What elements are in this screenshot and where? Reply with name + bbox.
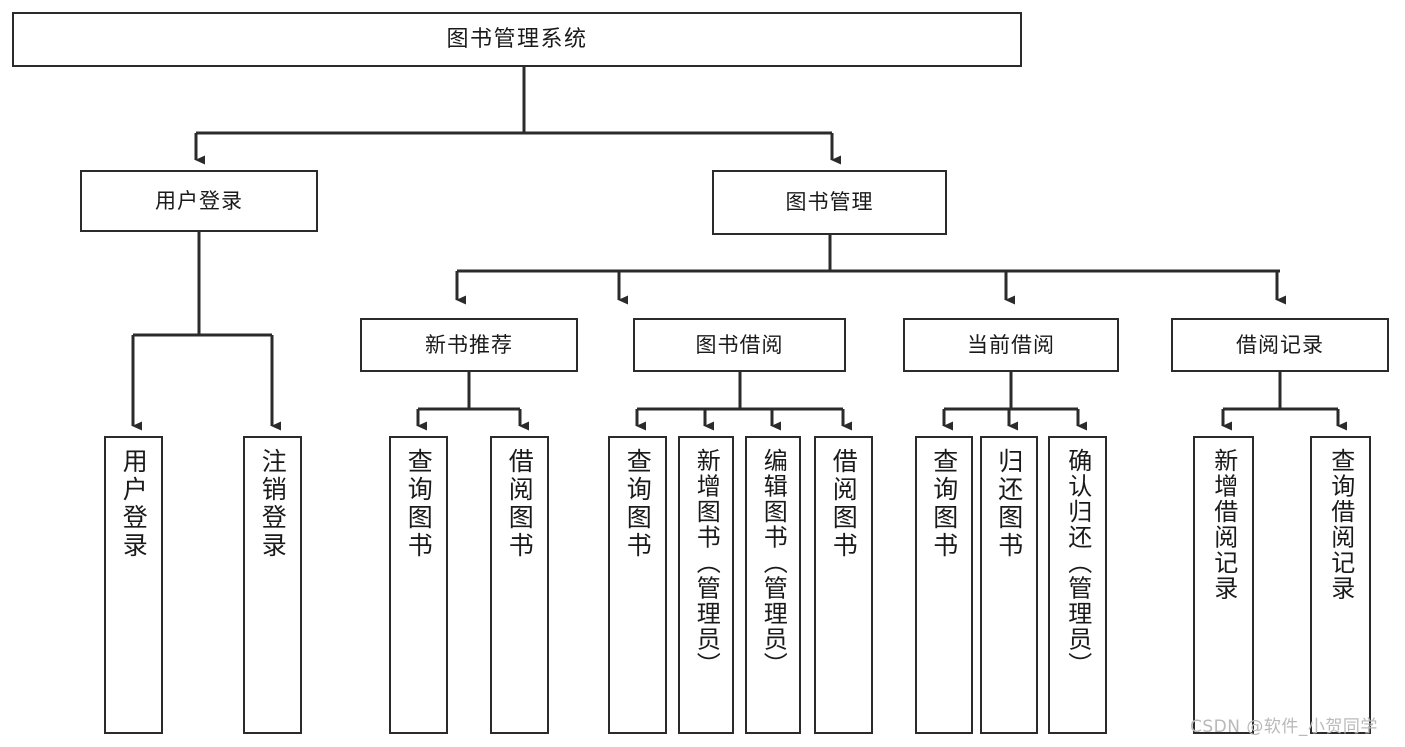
node-label: 用户登录 xyxy=(119,448,149,560)
node-label: 借阅记录 xyxy=(1236,332,1324,357)
node-label: 查询图书 xyxy=(623,448,653,560)
node-label: 图书借阅 xyxy=(695,332,784,357)
node-label: 当前借阅 xyxy=(967,332,1055,357)
leaf-query-book-recommend[interactable]: 查询图书 xyxy=(389,436,448,734)
leaf-query-book-borrow[interactable]: 查询图书 xyxy=(608,436,667,734)
leaf-confirm-return-admin[interactable]: 确认归还（管理员） xyxy=(1048,436,1107,734)
node-root-book-management-system[interactable]: 图书管理系统 xyxy=(12,12,1022,67)
node-label: 新书推荐 xyxy=(425,332,513,357)
node-label: 查询图书 xyxy=(404,448,434,560)
node-label: 查询借阅记录 xyxy=(1326,448,1355,601)
node-label: 确认归还（管理员） xyxy=(1063,448,1092,678)
leaf-borrow-book-recommend[interactable]: 借阅图书 xyxy=(490,436,549,734)
leaf-return-book[interactable]: 归还图书 xyxy=(980,436,1038,734)
node-borrow-record[interactable]: 借阅记录 xyxy=(1171,318,1389,372)
leaf-user-login[interactable]: 用户登录 xyxy=(104,436,163,734)
node-label: 图书管理系统 xyxy=(446,26,588,52)
node-user-login[interactable]: 用户登录 xyxy=(80,170,318,232)
node-label: 查询图书 xyxy=(929,448,959,560)
leaf-borrow-book-borrow[interactable]: 借阅图书 xyxy=(814,436,873,734)
node-book-borrow[interactable]: 图书借阅 xyxy=(633,318,846,372)
leaf-logout-login[interactable]: 注销登录 xyxy=(243,436,302,734)
node-label: 用户登录 xyxy=(155,188,243,213)
leaf-query-borrow-record[interactable]: 查询借阅记录 xyxy=(1310,436,1371,734)
node-label: 借阅图书 xyxy=(829,448,859,560)
node-label: 新增图书（管理员） xyxy=(692,448,721,678)
node-label: 图书管理 xyxy=(785,190,874,215)
node-label: 借阅图书 xyxy=(505,448,535,560)
node-label: 新增借阅记录 xyxy=(1209,448,1238,601)
node-label: 编辑图书（管理员） xyxy=(759,448,788,678)
leaf-add-borrow-record[interactable]: 新增借阅记录 xyxy=(1193,436,1254,734)
leaf-add-book-admin[interactable]: 新增图书（管理员） xyxy=(678,436,734,734)
csdn-watermark: CSDN @软件_小贺同学 xyxy=(1190,717,1378,737)
node-label: 注销登录 xyxy=(258,448,288,560)
leaf-query-book-current[interactable]: 查询图书 xyxy=(915,436,973,734)
node-current-borrow[interactable]: 当前借阅 xyxy=(903,318,1119,372)
leaf-edit-book-admin[interactable]: 编辑图书（管理员） xyxy=(745,436,801,734)
node-label: 归还图书 xyxy=(994,448,1024,560)
node-new-book-recommend[interactable]: 新书推荐 xyxy=(360,318,578,372)
node-book-management[interactable]: 图书管理 xyxy=(712,170,947,235)
